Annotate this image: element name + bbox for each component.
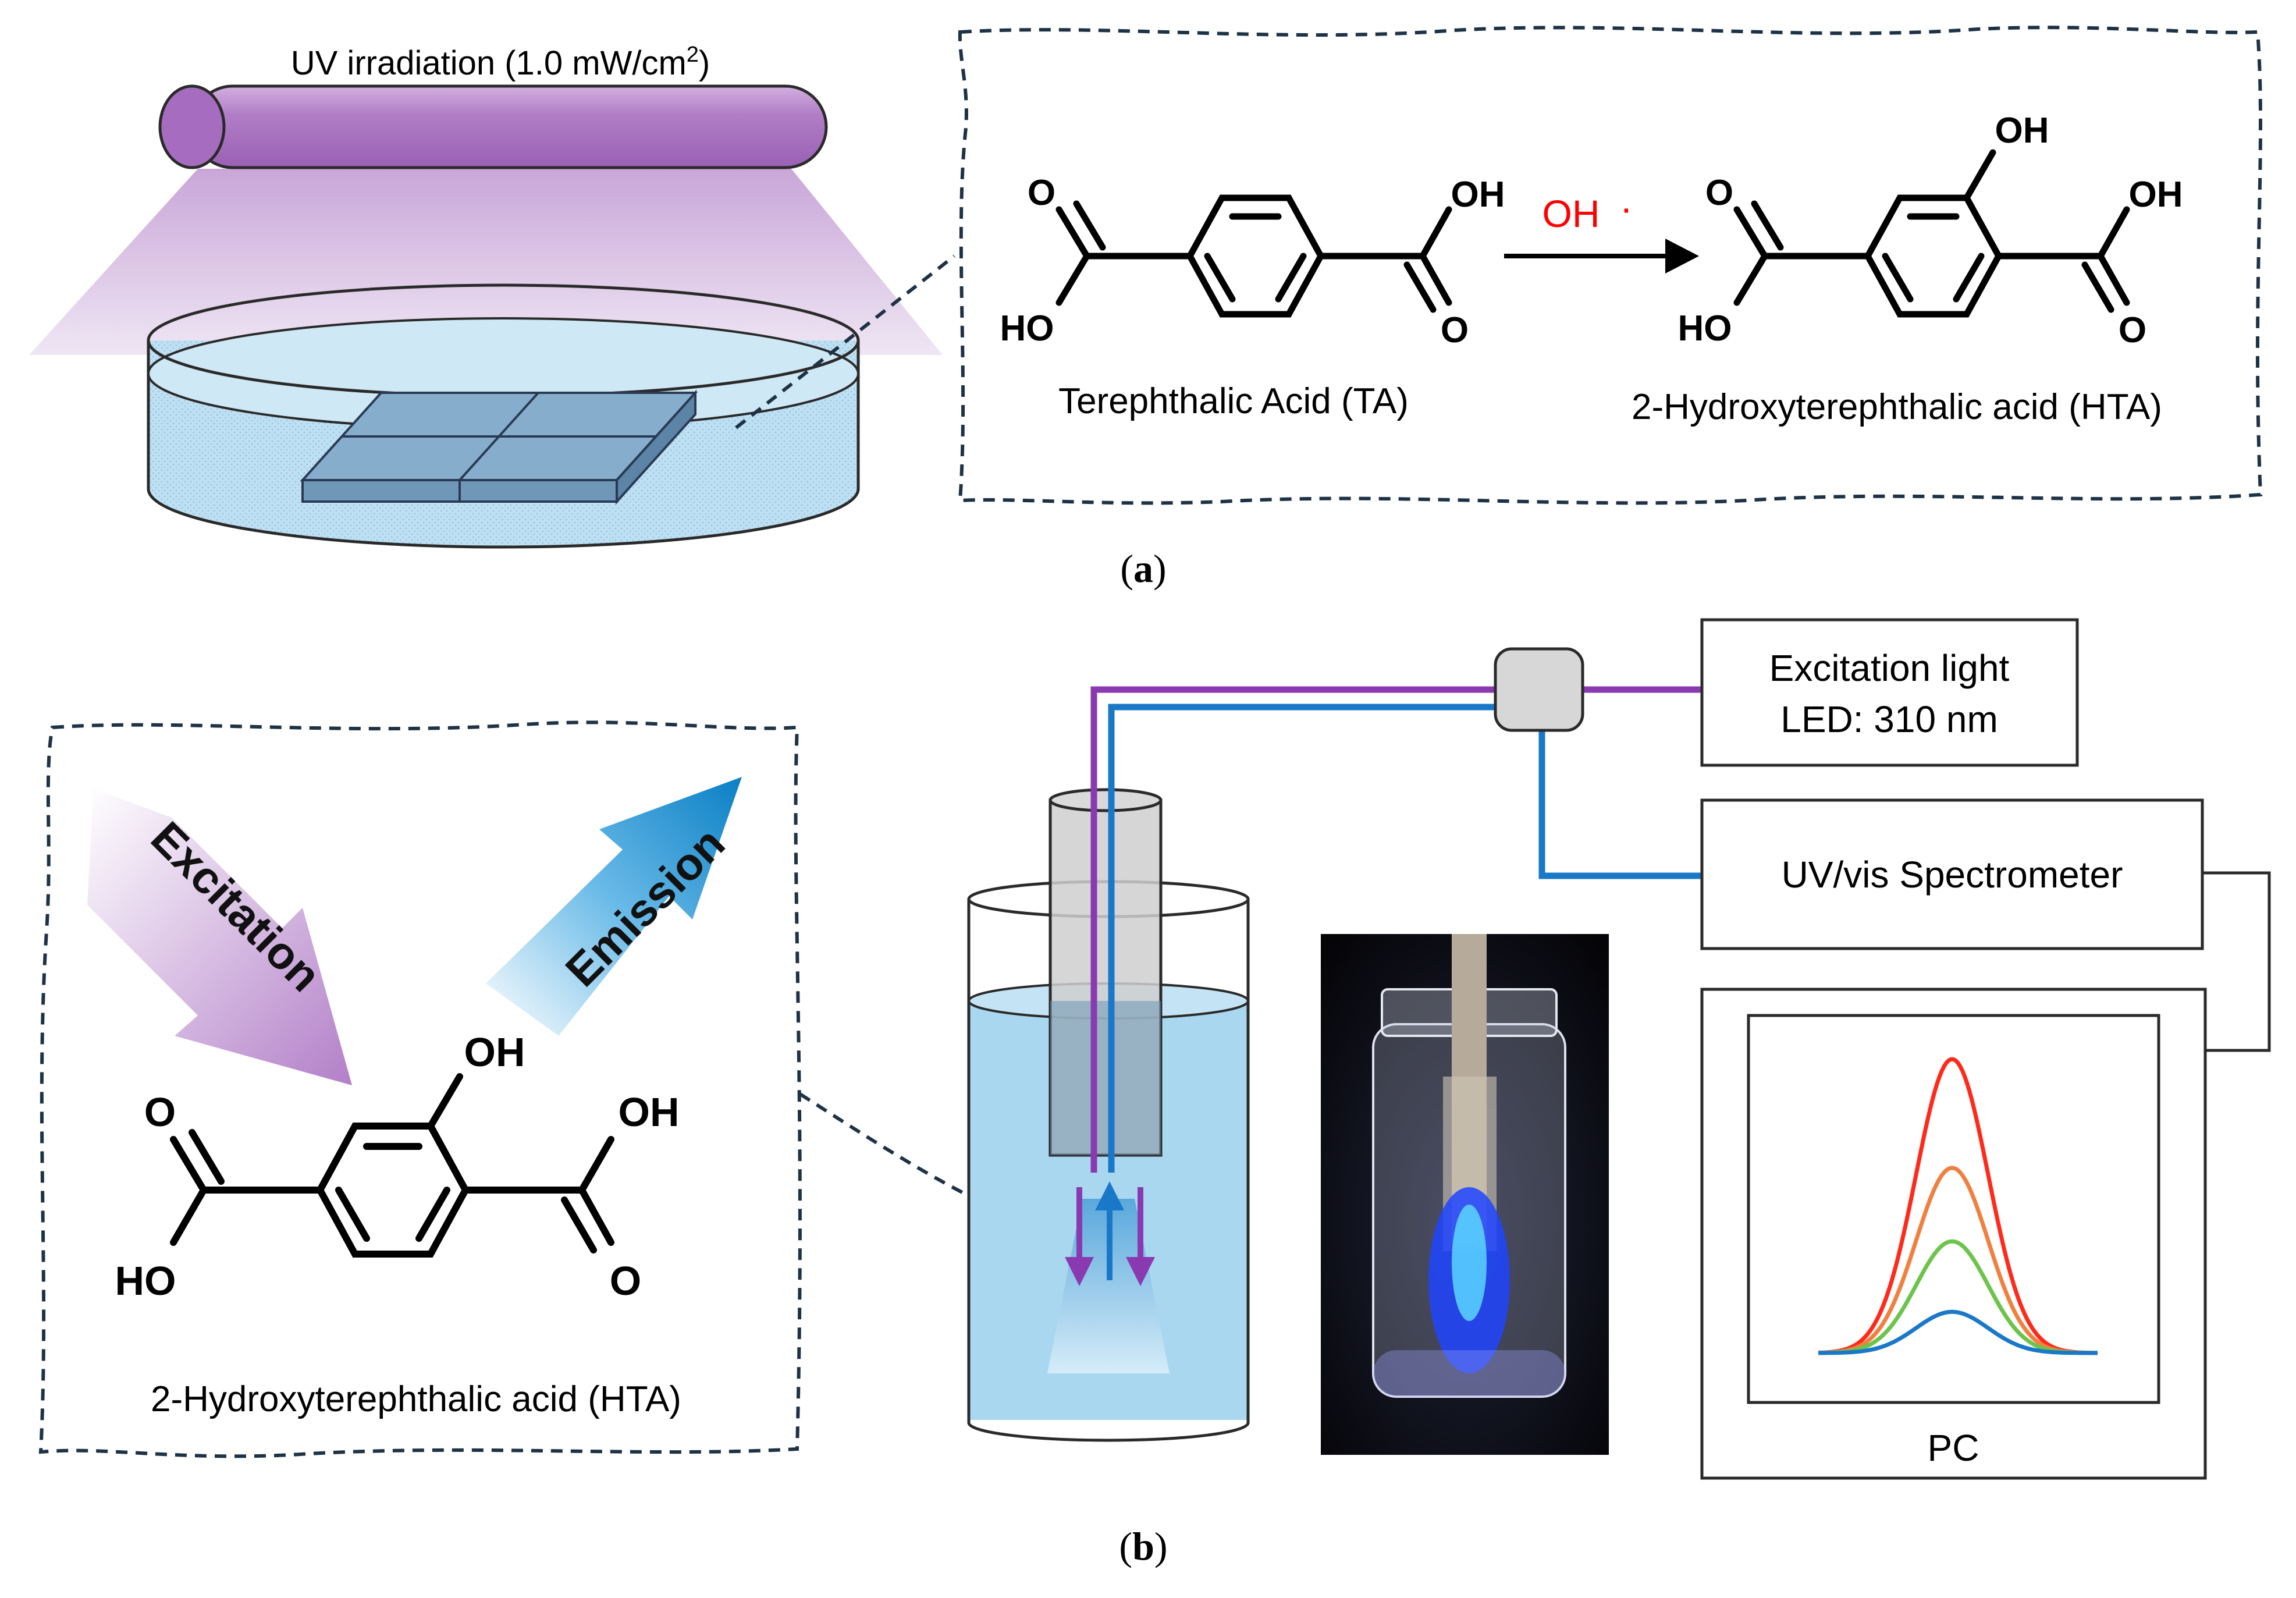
hta-molecule-b <box>170 1073 614 1258</box>
fiber-probe <box>1049 788 1163 1157</box>
ta-o-top: O <box>1028 173 1055 213</box>
hta-b-oh-top: OH <box>464 1029 525 1075</box>
hta-b-ho-bottom: HO <box>115 1258 176 1304</box>
hta-b-o-top: O <box>144 1089 176 1135</box>
emission-arrow <box>486 777 742 1036</box>
sample-plates <box>300 389 698 505</box>
uv-beam <box>29 169 943 355</box>
caption-a: (a) <box>1120 546 1166 591</box>
spectra-plot <box>1818 1057 2098 1355</box>
spectrum-curve-1 <box>1818 1057 2098 1355</box>
excitation-box-line2: LED: 310 nm <box>1780 698 1998 740</box>
uv-lamp-icon <box>158 84 828 169</box>
light-arrows <box>1065 1181 1155 1286</box>
excitation-arrow <box>87 789 352 1085</box>
hta-box-b <box>38 720 802 1458</box>
vial-photo <box>1321 934 1609 1455</box>
spectrum-curve-4 <box>1818 1309 2098 1355</box>
panel-b: Excitation Emission OH O HO OH O 2-Hydro… <box>38 618 2271 1568</box>
spectrometer-label: UV/vis Spectrometer <box>1782 854 2123 896</box>
panel-a: UV irradiation (1.0 mW/cm2) <box>29 26 2263 591</box>
spectrometer-box <box>1700 798 2204 950</box>
hta-b-oh-right: OH <box>619 1089 680 1135</box>
uv-irradiation-label: UV irradiation (1.0 mW/cm2) <box>291 42 710 82</box>
hta-molecule-a <box>1733 149 2130 318</box>
excitation-box-line1: Excitation light <box>1769 647 2010 689</box>
hta-a-oh-right: OH <box>2129 175 2183 215</box>
fiber-splitter <box>1494 647 1584 732</box>
hta-name-b: 2-Hydroxyterephthalic acid (HTA) <box>151 1379 681 1419</box>
pc-screen <box>1747 1014 2160 1404</box>
hta-a-o-top: O <box>1705 173 1733 213</box>
reaction-arrowhead <box>1665 239 1699 274</box>
reaction-box <box>958 26 2263 505</box>
fiber-excitation <box>1090 686 2002 1173</box>
caption-b: (b) <box>1119 1524 1167 1568</box>
hta-a-oh-top: OH <box>1995 111 2049 151</box>
ta-oh-top: OH <box>1451 175 1505 215</box>
excitation-light-box <box>1700 618 2079 767</box>
reagent-radical-dot: · <box>1620 186 1633 229</box>
reagent-oh: OH <box>1542 192 1600 235</box>
ta-o-bottom: O <box>1441 310 1469 350</box>
pc-label: PC <box>1928 1427 1979 1469</box>
hta-name-a: 2-Hydroxyterephthalic acid (HTA) <box>1632 387 2162 427</box>
ta-ho-bottom: HO <box>1000 308 1054 349</box>
ta-molecule <box>1055 194 1452 318</box>
hta-a-ho-bottom: HO <box>1678 308 1732 349</box>
ta-name: Terephthalic Acid (TA) <box>1058 381 1409 421</box>
callout-line-a <box>735 254 955 429</box>
spectrometer-pc-link <box>2202 871 2271 1052</box>
hta-a-o-bottom: O <box>2119 310 2146 350</box>
hta-b-o-bottom: O <box>610 1258 641 1304</box>
